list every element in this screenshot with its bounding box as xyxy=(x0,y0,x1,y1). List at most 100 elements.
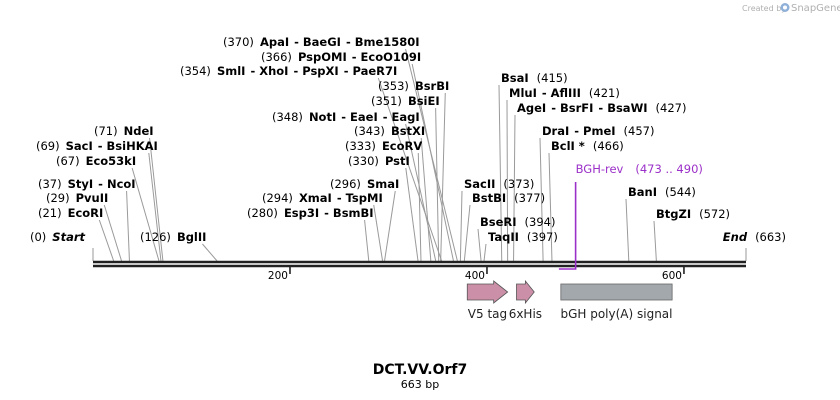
site-drai-pmei[interactable]: DraI- PmeI(457) xyxy=(542,124,654,138)
primer-bgh-rev[interactable]: BGH-rev(473 .. 490) xyxy=(558,162,703,270)
site-smli-xhoi-pspxi-paer7i[interactable]: (354)SmlI- XhoI- PspXI- PaeR7I xyxy=(180,64,397,78)
site-pos-pvuii: (29) xyxy=(46,191,70,205)
site-pspomi-ecoo109i[interactable]: (366)PspOMI- EcoO109I xyxy=(261,50,421,64)
credit-brand: SnapGene xyxy=(791,3,840,14)
enzyme-bglii: BglII xyxy=(177,230,207,244)
feature-arrow-v5-tag xyxy=(466,280,509,304)
site-end[interactable]: End(663) xyxy=(723,230,786,244)
site-label-pvuii[interactable]: (29)PvuII xyxy=(46,191,108,205)
site-line-apai-baegi-bme1580i xyxy=(405,48,458,262)
map-title: DCT.VV.Orf7 xyxy=(373,362,467,378)
enzyme-bsihkai: - BsiHKAI xyxy=(98,139,158,153)
site-label-psti[interactable]: (330)PstI xyxy=(348,154,410,168)
site-label-btgzi[interactable]: BtgZI(572) xyxy=(656,207,730,221)
site-bani[interactable]: BanI(544) xyxy=(628,185,696,199)
site-saci-bsihkai[interactable]: (69)SacI- BsiHKAI xyxy=(36,139,158,153)
site-line-pvuii xyxy=(103,204,123,262)
site-bstxi[interactable]: (343) BstXI xyxy=(354,124,425,138)
site-label-bsrbi[interactable]: (353) BsrBI xyxy=(378,79,449,93)
site-label-smai[interactable]: (296)SmaI xyxy=(330,177,399,191)
site-pos-end: (663) xyxy=(755,230,786,244)
site-psti[interactable]: (330)PstI xyxy=(348,154,410,168)
site-ecorv[interactable]: (333)EcoRV xyxy=(345,139,422,153)
enzyme-mlui: MluI xyxy=(509,86,537,100)
tick-label-400: 400 xyxy=(465,270,485,282)
site-noti-eaei-eagi[interactable]: (348)NotI- EaeI- EagI xyxy=(272,110,420,124)
site-agei-bsrfi-bsawi[interactable]: AgeI- BsrFI- BsaWI(427) xyxy=(517,101,686,115)
site-smai[interactable]: (296)SmaI xyxy=(330,177,399,191)
site-label-taqii[interactable]: TaqII(397) xyxy=(488,230,558,244)
site-label-bglii[interactable]: (126)BglII xyxy=(140,230,206,244)
feature-bgh-poly-a-signal[interactable]: bGH poly(A) signal xyxy=(560,283,673,321)
site-esp3i-bsmbi[interactable]: (280)Esp3I- BsmBI xyxy=(247,206,374,220)
site-label-bstxi[interactable]: (343) BstXI xyxy=(354,124,425,138)
site-ecori[interactable]: (21)EcoRI xyxy=(38,206,103,220)
site-pos-bstxi: (343) xyxy=(354,124,385,138)
site-btgzi[interactable]: BtgZI(572) xyxy=(656,207,730,221)
site-bsiei[interactable]: (351)BsiEI xyxy=(371,94,440,108)
enzyme-noti: NotI xyxy=(309,110,336,124)
site-label-bsiei[interactable]: (351)BsiEI xyxy=(371,94,440,108)
feature-v5-tag[interactable]: V5 tag xyxy=(466,280,509,321)
site-mlui-afliii[interactable]: MluI- AflIII(421) xyxy=(509,86,620,100)
enzyme-smai: SmaI xyxy=(367,177,399,191)
site-styi-ncoi[interactable]: (37)StyI- NcoI xyxy=(38,177,136,191)
feature-6xhis[interactable]: 6xHis xyxy=(509,279,542,321)
site-label-ndei[interactable]: (71)NdeI xyxy=(94,124,154,138)
site-line-esp3i-bsmbi xyxy=(364,219,370,262)
enzyme-bsrbi: BsrBI xyxy=(415,79,449,93)
site-bstbi[interactable]: BstBI(377) xyxy=(472,191,545,205)
site-line-smli-xhoi-pspxi-paer7i xyxy=(377,77,443,262)
enzyme-bstxi: BstXI xyxy=(391,124,425,138)
primer-name: BGH-rev xyxy=(576,162,624,176)
site-label-bani[interactable]: BanI(544) xyxy=(628,185,696,199)
enzyme-taqii: TaqII xyxy=(488,230,519,244)
site-label-ecorv[interactable]: (333)EcoRV xyxy=(345,139,422,153)
site-label-end[interactable]: End(663) xyxy=(723,230,786,244)
site-label-agei-bsrfi-bsawi[interactable]: AgeI- BsrFI- BsaWI(427) xyxy=(517,101,686,115)
site-line-ecorv xyxy=(417,152,422,262)
site-label-styi-ncoi[interactable]: (37)StyI- NcoI xyxy=(38,177,136,191)
site-apai-baegi-bme1580i[interactable]: (370)ApaI- BaeGI- Bme1580I xyxy=(223,35,420,49)
site-label-bcli[interactable]: BclI *(466) xyxy=(551,139,624,153)
site-label-smli-xhoi-pspxi-paer7i[interactable]: (354)SmlI- XhoI- PspXI- PaeR7I xyxy=(180,64,397,78)
site-xmai-tspmi[interactable]: (294)XmaI- TspMI xyxy=(262,191,383,205)
site-label-sacii[interactable]: SacII(373) xyxy=(464,177,534,191)
site-label-start[interactable]: (0)Start xyxy=(30,230,86,244)
site-label-bstbi[interactable]: BstBI(377) xyxy=(472,191,545,205)
site-pos-psti: (330) xyxy=(348,154,379,168)
site-bseri[interactable]: BseRI(394) xyxy=(480,215,555,229)
site-label-bsai[interactable]: BsaI(415) xyxy=(501,71,568,85)
site-labels: (0)Start End(663) (21)EcoRI(29)PvuII(37)St… xyxy=(30,35,786,244)
site-pos-bseri: (394) xyxy=(525,215,556,229)
site-label-esp3i-bsmbi[interactable]: (280)Esp3I- BsmBI xyxy=(247,206,374,220)
site-label-ecori[interactable]: (21)EcoRI xyxy=(38,206,103,220)
site-label-drai-pmei[interactable]: DraI- PmeI(457) xyxy=(542,124,654,138)
site-taqii[interactable]: TaqII(397) xyxy=(488,230,558,244)
enzyme-xhoi: - XhoI xyxy=(250,64,288,78)
site-label-saci-bsihkai[interactable]: (69)SacI- BsiHKAI xyxy=(36,139,158,153)
site-bsrbi[interactable]: (353) BsrBI xyxy=(378,79,449,93)
site-start[interactable]: (0)Start xyxy=(30,230,86,244)
enzyme-drai: DraI xyxy=(542,124,569,138)
site-pos-bsrbi: (353) xyxy=(378,79,409,93)
site-label-bseri[interactable]: BseRI(394) xyxy=(480,215,555,229)
site-label-mlui-afliii[interactable]: MluI- AflIII(421) xyxy=(509,86,620,100)
site-bsai[interactable]: BsaI(415) xyxy=(501,71,568,85)
enzyme-btgzi: BtgZI xyxy=(656,207,691,221)
site-eco53ki[interactable]: (67)Eco53kI xyxy=(56,154,136,168)
site-bglii[interactable]: (126)BglII xyxy=(140,230,206,244)
site-ndei[interactable]: (71)NdeI xyxy=(94,124,154,138)
site-pos-noti-eaei-eagi: (348) xyxy=(272,110,303,124)
primer-label[interactable]: BGH-rev(473 .. 490) xyxy=(576,162,703,176)
site-label-noti-eaei-eagi[interactable]: (348)NotI- EaeI- EagI xyxy=(272,110,420,124)
site-bcli[interactable]: BclI *(466) xyxy=(551,139,624,153)
enzyme-apai: ApaI xyxy=(260,35,289,49)
site-sacii[interactable]: SacII(373) xyxy=(464,177,534,191)
site-pvuii[interactable]: (29)PvuII xyxy=(46,191,108,205)
site-label-apai-baegi-bme1580i[interactable]: (370)ApaI- BaeGI- Bme1580I xyxy=(223,35,420,49)
site-label-pspomi-ecoo109i[interactable]: (366)PspOMI- EcoO109I xyxy=(261,50,421,64)
site-label-xmai-tspmi[interactable]: (294)XmaI- TspMI xyxy=(262,191,383,205)
site-label-eco53ki[interactable]: (67)Eco53kI xyxy=(56,154,136,168)
